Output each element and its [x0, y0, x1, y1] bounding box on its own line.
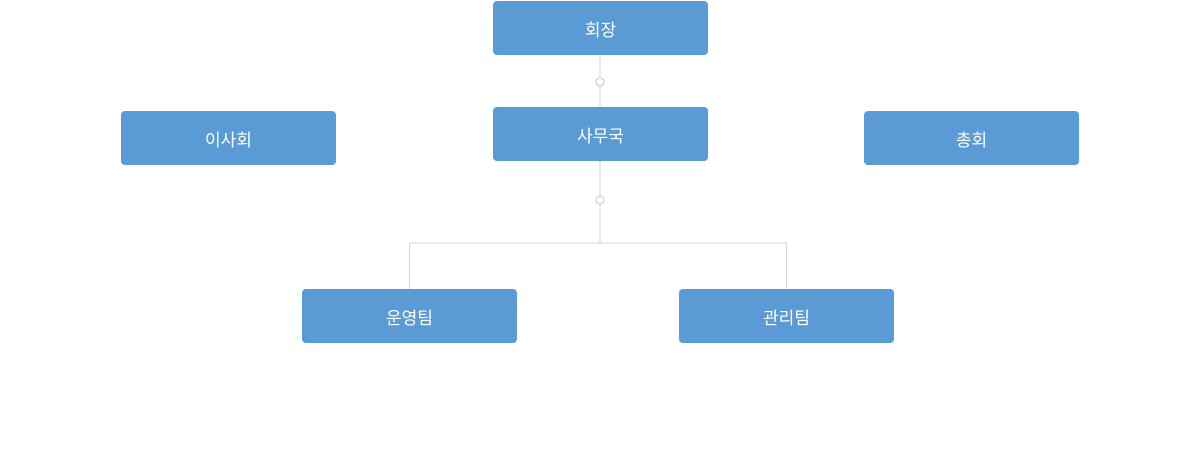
- node-secretariat: 사무국: [493, 107, 708, 161]
- node-operations-team: 운영팀: [302, 289, 517, 343]
- node-general-assembly: 총회: [864, 111, 1079, 165]
- node-board-label: 이사회: [205, 130, 252, 151]
- node-operations-team-label: 운영팀: [386, 308, 433, 329]
- node-board: 이사회: [121, 111, 336, 165]
- node-general-assembly-label: 총회: [955, 130, 988, 151]
- node-management-team: 관리팀: [679, 289, 894, 343]
- junction-dot-lower: [595, 195, 605, 205]
- node-chairman: 회장: [493, 1, 708, 55]
- node-secretariat-label: 사무국: [577, 126, 624, 147]
- node-chairman-label: 회장: [584, 20, 617, 41]
- node-management-team-label: 관리팀: [763, 308, 810, 329]
- junction-dot-upper: [595, 77, 605, 87]
